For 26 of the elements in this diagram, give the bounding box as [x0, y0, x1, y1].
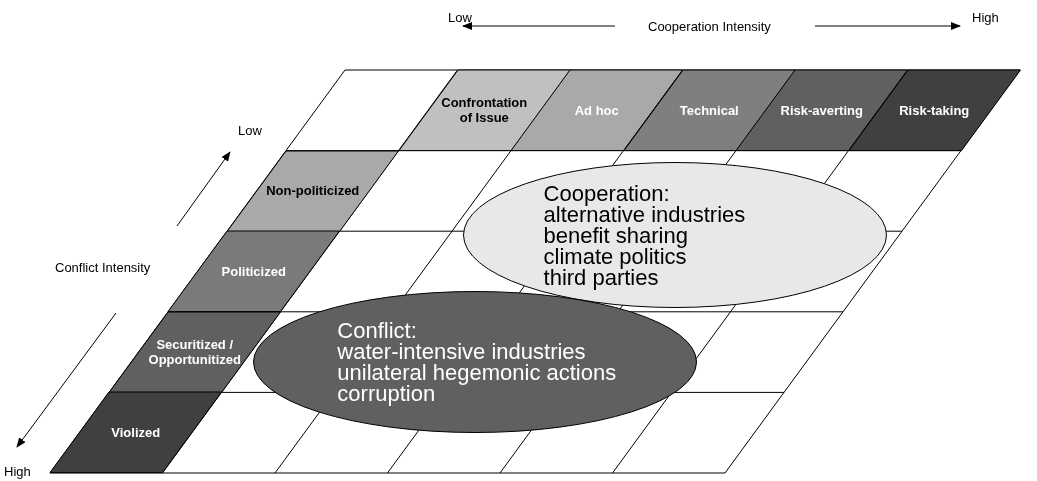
callout-heading: Cooperation: — [543, 182, 670, 204]
cell-label: Non-politicized — [265, 183, 361, 199]
row-header-cell — [168, 231, 340, 312]
cell-label: Technical — [678, 102, 740, 118]
cell-label: Risk-averting — [779, 102, 864, 118]
callout-heading: Conflict: — [337, 320, 417, 341]
cell-label: Ad hoc — [573, 102, 620, 118]
axis-label: High — [972, 10, 999, 25]
cell-label: Confrontation of Issue — [440, 95, 529, 126]
row-header-cell — [227, 150, 399, 232]
list-item: unilateral hegemonic actions — [337, 362, 617, 383]
cell-label: Violized — [110, 425, 162, 441]
axis-label: High — [4, 464, 31, 479]
ellipse-callout — [463, 162, 887, 308]
axis-label: Conflict Intensity — [55, 260, 151, 275]
cell-label: Securitized / Opportunitized — [147, 337, 242, 368]
axis-label: Low — [448, 10, 472, 25]
axis-label: Low — [238, 123, 262, 138]
cell-label: Risk-taking — [898, 102, 971, 118]
list-item: corruption — [337, 383, 436, 404]
column-header-cell — [398, 70, 570, 151]
row-header-cell — [50, 392, 222, 473]
axis-label: Cooperation Intensity — [648, 19, 771, 34]
cell-label: Politicized — [220, 264, 287, 279]
list-item: benefit sharing — [543, 224, 688, 246]
list-item: water-intensive industries — [337, 341, 586, 362]
